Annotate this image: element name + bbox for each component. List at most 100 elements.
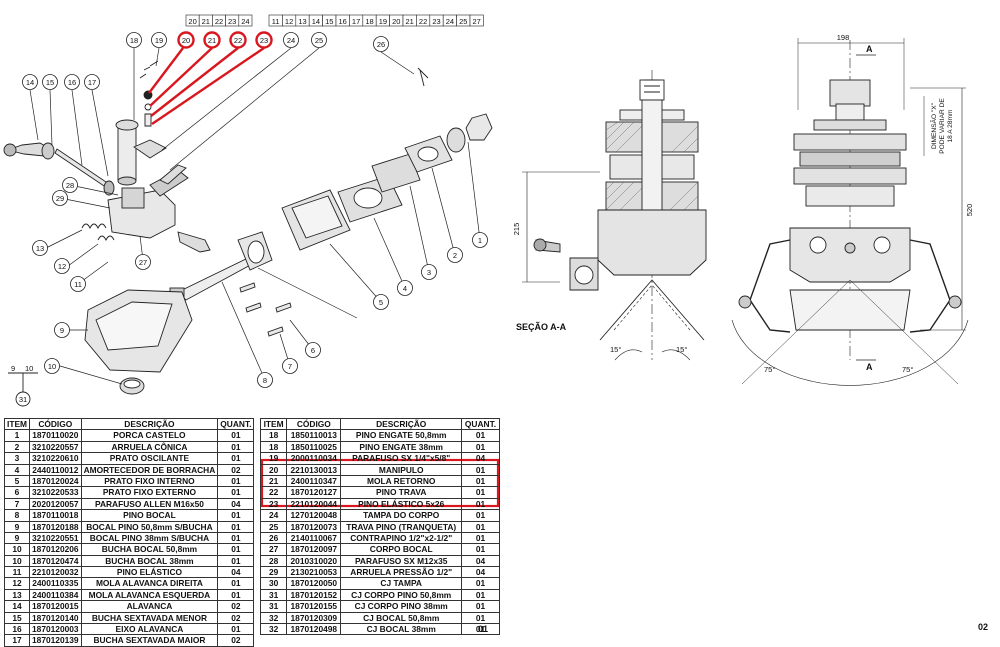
callout-circle <box>421 264 437 280</box>
cell-codigo: 2400110347 <box>286 474 342 488</box>
cell-codigo: 3210220533 <box>29 486 82 499</box>
callout-circle <box>84 74 100 90</box>
header-item: ITEM <box>3 417 31 431</box>
sec-ang-l-label: 15° <box>610 345 621 354</box>
callout-circle <box>64 74 80 90</box>
cell-quant: 01 <box>461 623 500 636</box>
cell-item: 19 <box>259 452 288 465</box>
cell-item: 29 <box>259 566 288 579</box>
cell-item: 31 <box>259 588 288 602</box>
callout-circle <box>44 358 60 374</box>
cell-descricao: PINO TRAVA <box>340 486 463 499</box>
cell-codigo: 2010310020 <box>286 554 342 568</box>
callout-label: 3 <box>427 268 431 277</box>
cell-quant: 01 <box>217 588 255 602</box>
fr-ang-r-label: 75° <box>902 365 913 374</box>
cell-codigo: 1870120097 <box>286 543 342 556</box>
callout-circle <box>42 74 58 90</box>
cell-descricao: PARAFUSO SX 1/4"x5/8" <box>340 452 463 465</box>
cell-item: 10 <box>3 543 31 556</box>
cell-quant: 01 <box>461 429 500 442</box>
ref-cell: 14 <box>312 17 320 26</box>
cell-descricao: CJ CORPO PINO 50,8mm <box>340 588 463 602</box>
cell-descricao: ALAVANCA <box>80 600 219 613</box>
cell-codigo: 1870120127 <box>286 486 342 499</box>
cell-item: 12 <box>3 577 31 590</box>
note2-label: PODE VARIAR DE <box>939 98 946 154</box>
cell-codigo: 2400110384 <box>29 588 82 602</box>
cell-descricao: PARAFUSO ALLEN M16x50 <box>80 497 219 511</box>
ref-cell: 19 <box>379 17 387 26</box>
cell-descricao: PINO ENGATE 38mm <box>340 440 463 454</box>
cell-codigo: 2000110034 <box>286 452 342 465</box>
cell-quant: 01 <box>461 497 500 511</box>
callout-circle <box>70 276 86 292</box>
callout-circle <box>282 358 298 374</box>
cell-item: 25 <box>259 520 288 533</box>
cell-descricao: BUCHA SEXTAVADA MENOR <box>80 611 219 625</box>
dim-520-label: 520 <box>965 204 974 217</box>
ref-cell: 25 <box>459 17 467 26</box>
callout-circle <box>373 36 389 52</box>
cell-descricao: CJ BOCAL 38mm <box>340 623 463 636</box>
callout-circle <box>151 32 167 48</box>
cell-quant: 04 <box>461 566 500 579</box>
cell-quant: 04 <box>217 566 255 579</box>
cell-codigo: 1870120003 <box>29 623 82 636</box>
cell-descricao: PRATO OSCILANTE <box>80 452 219 465</box>
cell-item: 27 <box>259 543 288 556</box>
cell-quant: 04 <box>461 554 500 568</box>
rb-31-label: 31 <box>19 395 27 404</box>
callout-circle <box>54 322 70 338</box>
callout-circle <box>447 247 463 263</box>
cell-codigo: 1870120073 <box>286 520 342 533</box>
cell-descricao: TRAVA PINO (TRANQUETA) <box>340 520 463 533</box>
ref-cell: 24 <box>241 17 249 26</box>
cell-codigo: 1870120140 <box>29 611 82 625</box>
fr-ang-l-label: 75° <box>764 365 775 374</box>
cell-descricao: BOCAL PINO 50,8mm S/BUCHA <box>80 520 219 533</box>
cell-quant: 01 <box>461 474 500 488</box>
callout-circle <box>305 342 321 358</box>
callout-label: 19 <box>155 36 163 45</box>
cell-codigo: 1870120474 <box>29 554 82 568</box>
cell-codigo: 1270120048 <box>286 509 342 522</box>
cell-quant: 01 <box>217 452 255 465</box>
small-reference-box: 9 10 31 <box>8 364 38 407</box>
callout-label: 15 <box>46 78 54 87</box>
cell-item: 5 <box>3 474 31 488</box>
cell-codigo: 2440110012 <box>29 463 82 476</box>
ref-cell: 27 <box>473 17 481 26</box>
cell-descricao: CONTRAPINO 1/2"x2-1/2" <box>340 531 463 545</box>
header-descricao: DESCRIÇÃO <box>340 417 463 431</box>
header-codigo: CÓDIGO <box>286 417 342 431</box>
callout-circle <box>203 31 221 49</box>
cell-descricao: PINO ENGATE 50,8mm <box>340 429 463 442</box>
callout-label: 24 <box>287 36 295 45</box>
cell-codigo: 1870120152 <box>286 588 342 602</box>
callout-label: 17 <box>88 78 96 87</box>
cell-descricao: PARAFUSO SX M12x35 <box>340 554 463 568</box>
cell-quant: 04 <box>461 452 500 465</box>
cell-codigo: 1850110025 <box>286 440 342 454</box>
cell-quant: 01 <box>217 429 255 442</box>
callout-label: 20 <box>182 36 190 45</box>
callout-circle <box>397 280 413 296</box>
cell-quant: 02 <box>217 611 255 625</box>
cell-quant: 01 <box>217 554 255 568</box>
ref-cell: 22 <box>419 17 427 26</box>
